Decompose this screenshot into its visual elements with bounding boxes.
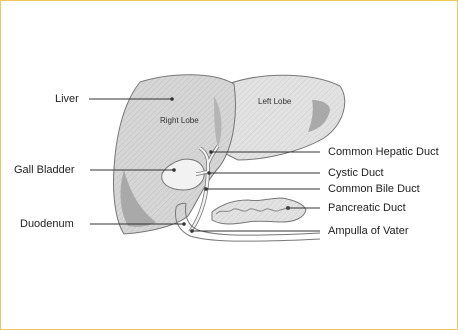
pancreatic-duct-label: Pancreatic Duct	[328, 202, 406, 215]
ampulla-of-vater-label: Ampulla of Vater	[328, 225, 409, 238]
duodenum-label: Duodenum	[20, 218, 74, 231]
left-lobe-label: Left Lobe	[258, 97, 291, 106]
liver-label: Liver	[55, 93, 79, 106]
cystic-duct-label: Cystic Duct	[328, 167, 384, 180]
right-lobe-label: Right Lobe	[160, 116, 199, 125]
common-bile-duct-label: Common Bile Duct	[328, 183, 420, 196]
common-hepatic-duct-label: Common Hepatic Duct	[328, 146, 439, 159]
gall-bladder-label: Gall Bladder	[14, 164, 75, 177]
